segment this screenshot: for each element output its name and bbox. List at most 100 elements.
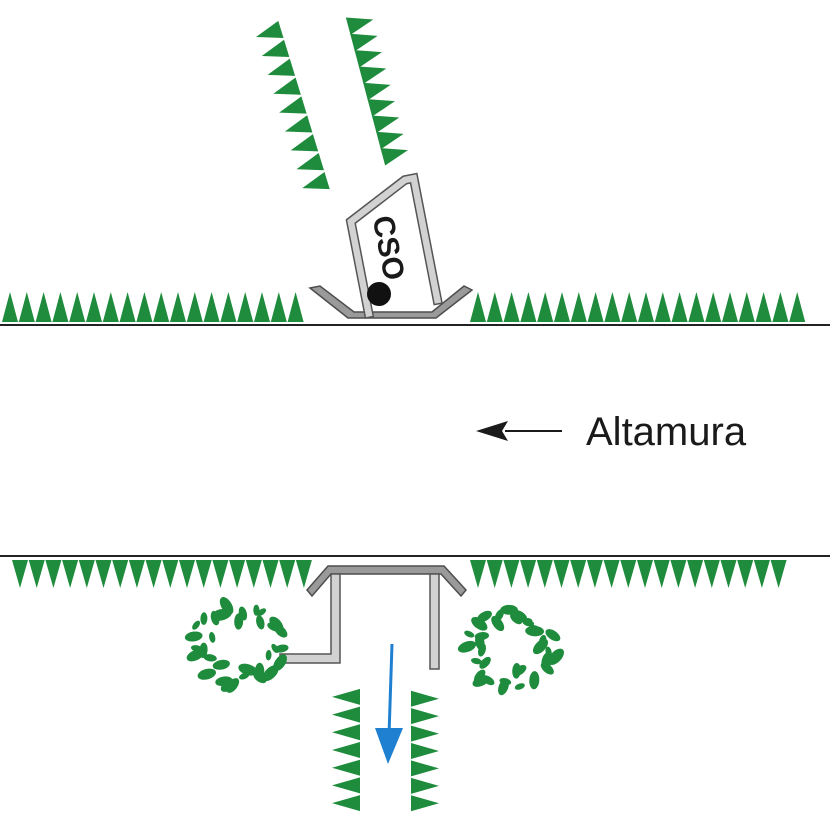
flow-arrowhead <box>375 728 403 764</box>
flow-arrow-shaft <box>387 643 394 736</box>
shrub-leaf <box>219 597 234 615</box>
direction-label: Altamura <box>586 410 747 454</box>
hedge-spike <box>411 690 439 707</box>
shrub-leaf <box>540 662 554 675</box>
hedge-spike <box>354 50 382 68</box>
grass-spike <box>486 560 503 588</box>
north-headwall <box>308 285 474 319</box>
grass-spike <box>295 560 312 588</box>
hedge-spike <box>350 33 378 52</box>
grass-spike <box>35 292 52 322</box>
grass-spike <box>770 560 787 588</box>
hedge-spike <box>363 82 391 101</box>
shrub-leaf <box>199 642 208 658</box>
grass-spike <box>503 292 520 322</box>
grass-spike <box>262 560 279 588</box>
hedge-south-left <box>332 688 360 812</box>
grass-spike <box>537 292 554 322</box>
grass-spike <box>86 292 102 322</box>
shrub-leaf <box>203 654 217 662</box>
grass-spike <box>772 292 789 322</box>
shrub-leaf <box>253 672 267 684</box>
hedge-north-left <box>256 20 330 190</box>
grass-spike <box>703 560 720 588</box>
grass-spike <box>245 560 262 588</box>
grass-spike <box>587 292 604 322</box>
grass-spike <box>720 560 737 588</box>
shrub-leaf <box>476 610 492 623</box>
grass-spike <box>237 292 254 322</box>
grass-spike <box>162 560 179 588</box>
shrub-leaf <box>238 672 250 680</box>
grass-spike <box>503 560 520 588</box>
hedge-spike <box>411 760 439 777</box>
shrub-right <box>457 604 564 696</box>
hedge-spike <box>380 148 408 166</box>
shrub-leaf <box>262 665 279 682</box>
shrub-leaf <box>265 649 272 661</box>
shrub-leaf <box>532 638 549 655</box>
shrub-leaf <box>238 663 258 676</box>
grass-spike <box>136 292 153 322</box>
grass-spike <box>212 560 229 588</box>
hedge-spike <box>345 17 374 35</box>
hedge-spike <box>279 96 307 114</box>
shrub-left <box>184 597 289 693</box>
shrub-leaf <box>200 612 208 625</box>
shrub-leaf <box>529 671 540 690</box>
hedge-north-right <box>345 17 408 166</box>
hedge-spike <box>267 58 296 76</box>
grass-spike <box>604 292 621 322</box>
grass-spike <box>145 560 162 588</box>
shrub-leaf <box>464 630 475 638</box>
grass-spike <box>789 292 806 322</box>
shrub-leaf <box>479 656 491 669</box>
hedge-spike <box>290 134 319 152</box>
grass-spike <box>2 292 18 322</box>
hedge-spike <box>411 777 439 794</box>
grass-spike <box>170 292 186 322</box>
shrub-leaf <box>184 631 203 642</box>
grass-spike <box>229 560 246 588</box>
grass-spike <box>737 560 754 588</box>
hedge-spike <box>332 688 360 705</box>
grass-spike <box>654 292 671 322</box>
grass-spike <box>119 292 136 322</box>
shrub-leaf <box>471 616 488 631</box>
grass-spike <box>128 560 145 588</box>
shrub-leaf <box>529 624 541 633</box>
outlet-post-right <box>429 573 440 670</box>
shrub-leaf <box>522 619 535 627</box>
grass-spike <box>570 292 587 322</box>
cso-chamber: CSO <box>345 172 443 319</box>
grass-spike <box>570 560 587 588</box>
grass-spike <box>78 560 95 588</box>
shrub-leaf <box>209 631 216 643</box>
hedge-south-right <box>411 690 439 812</box>
grass-row-north-left <box>2 292 304 322</box>
grass-spike <box>603 560 620 588</box>
grass-spike <box>18 292 35 322</box>
grass-row-north-right <box>470 292 806 322</box>
shrub-leaf <box>510 609 528 622</box>
shrub-leaf <box>215 676 233 687</box>
shrub-leaf <box>548 648 564 665</box>
hedge-spike <box>273 77 301 95</box>
grass-spike <box>45 560 62 588</box>
shrub-leaf <box>514 683 525 690</box>
hedge-spike <box>411 725 439 742</box>
cso-label: CSO <box>366 213 411 283</box>
grass-spike <box>671 292 688 322</box>
grass-spike <box>102 292 119 322</box>
shrub-leaf <box>491 615 505 632</box>
grass-spike <box>270 292 287 322</box>
hedge-spike <box>371 115 400 133</box>
grass-spike <box>112 560 129 588</box>
hedge-spike <box>284 115 313 133</box>
hedge-spike <box>376 131 404 150</box>
hedge-spike <box>332 795 360 812</box>
hedge-spike <box>332 724 360 741</box>
shrub-leaf <box>197 668 216 680</box>
hedge-spike <box>302 171 330 190</box>
